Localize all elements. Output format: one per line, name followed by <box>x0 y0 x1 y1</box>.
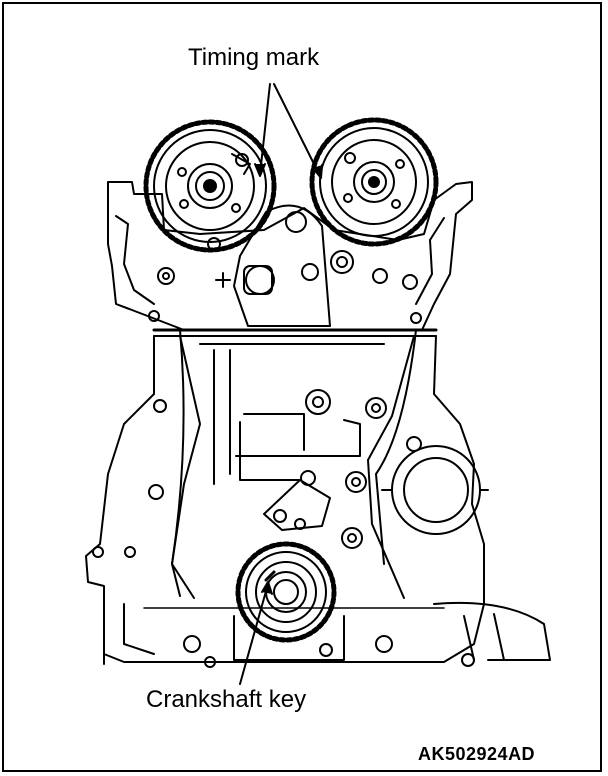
crank-sprocket <box>235 541 337 643</box>
figure-code: AK502924AD <box>418 744 536 764</box>
engine-timing-illustration <box>85 83 551 685</box>
chain-guide-right <box>375 329 417 565</box>
timing-mark-arrow-left <box>259 83 271 175</box>
crankshaft-key-arrow <box>239 583 269 685</box>
timing-bracket <box>233 204 331 327</box>
engine-block-outline <box>85 335 485 663</box>
timing-mark-arrow-right <box>273 83 321 177</box>
chain-guide-left <box>171 329 185 597</box>
right-cam-sprocket <box>309 117 439 247</box>
timing-mark-label: Timing mark <box>188 44 320 71</box>
crankshaft-key-label: Crankshaft key <box>146 686 307 713</box>
figure-frame: Timing mark Crankshaft key AK502924AD <box>2 2 602 772</box>
left-cam-sprocket <box>143 119 277 253</box>
water-pump-boss <box>391 445 481 535</box>
cylinder-head-outline <box>107 181 473 331</box>
